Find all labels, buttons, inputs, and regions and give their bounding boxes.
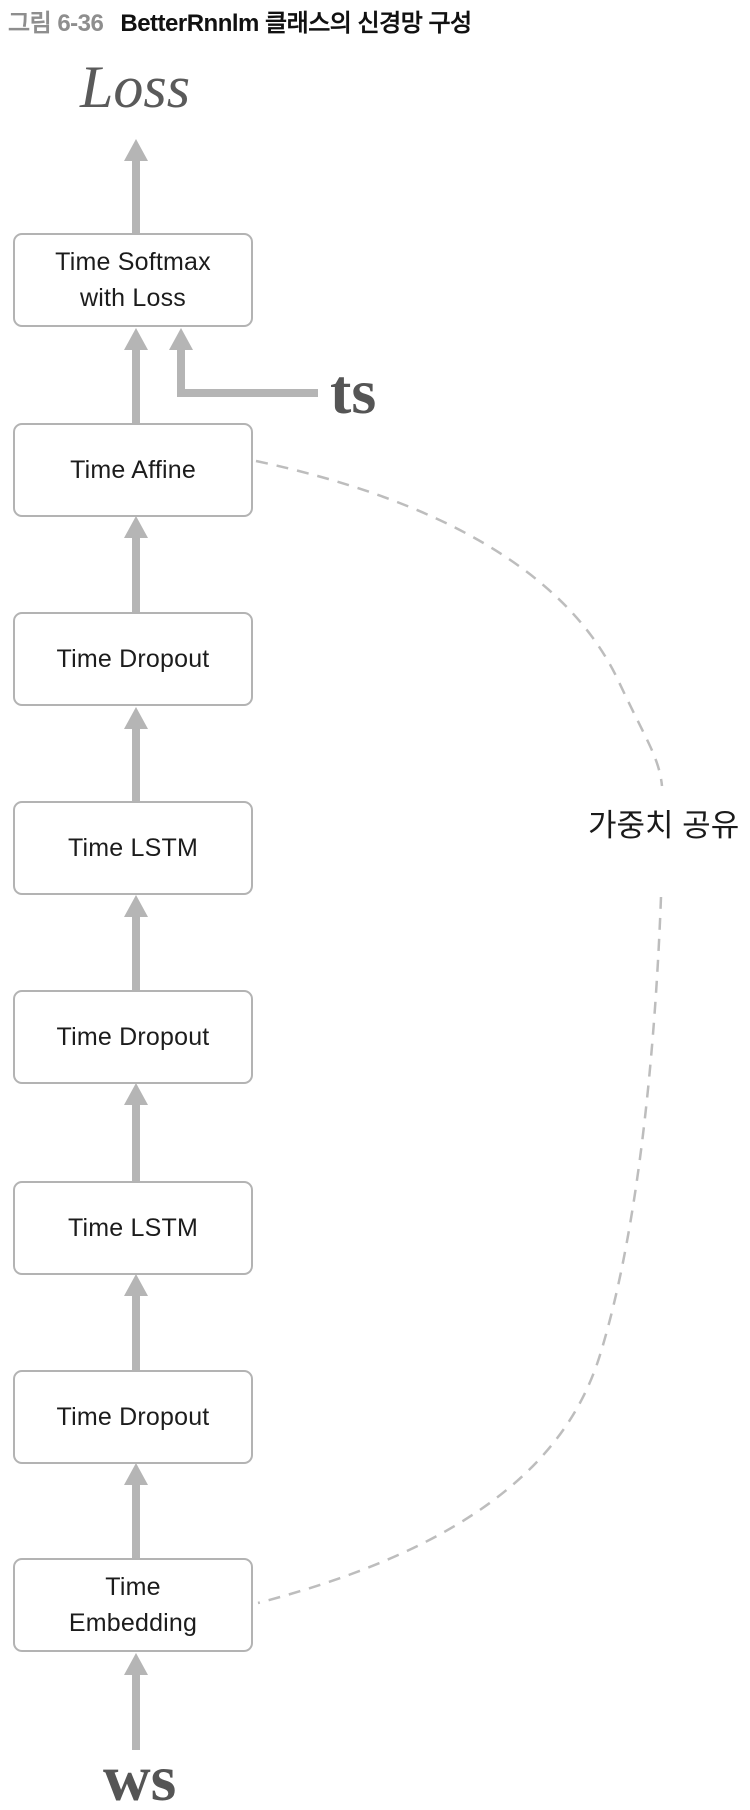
weight-sharing-label: 가중치 공유 (588, 806, 740, 845)
ts-arrowhead (169, 328, 193, 350)
layer-box-time-dropout-1: Time Dropout (13, 1370, 253, 1464)
arrow-affine-to-softmax (124, 328, 148, 423)
figure-title: BetterRnnlm 클래스의 신경망 구성 (120, 10, 472, 37)
weight-sharing-curve-top (255, 459, 664, 787)
arrow-lstm2-to-dropout (124, 1083, 148, 1181)
layer-box-time-lstm-1: Time LSTM (13, 1181, 253, 1275)
weight-sharing-curve-bottom (257, 896, 663, 1605)
arrow-dropout-to-affine (124, 516, 148, 612)
layer-box-time-dropout-3: Time Dropout (13, 612, 253, 706)
arrow-embedding-to-dropout (124, 1463, 148, 1558)
loss-output-label: Loss (80, 54, 191, 120)
layer-box-time-dropout-2: Time Dropout (13, 990, 253, 1084)
ts-connector-line (177, 348, 318, 397)
arrow-dropout-to-lstm (124, 895, 148, 990)
layer-box-time-embedding: Time Embedding (13, 1558, 253, 1652)
arrow-loss-output (124, 139, 148, 233)
ws-input-label: ws (103, 1742, 177, 1810)
arrow-lstm-to-dropout (124, 707, 148, 801)
arrow-ws-input (124, 1653, 148, 1750)
layer-box-time-softmax-with-loss: Time Softmax with Loss (13, 233, 253, 327)
arrow-dropout-to-lstm2 (124, 1274, 148, 1370)
layer-box-time-affine: Time Affine (13, 423, 253, 517)
figure-caption: 그림 6-36 BetterRnnlm 클래스의 신경망 구성 (8, 8, 472, 40)
ts-target-label: ts (330, 356, 377, 427)
figure-number: 그림 6-36 (8, 10, 104, 37)
layer-box-time-lstm-2: Time LSTM (13, 801, 253, 895)
